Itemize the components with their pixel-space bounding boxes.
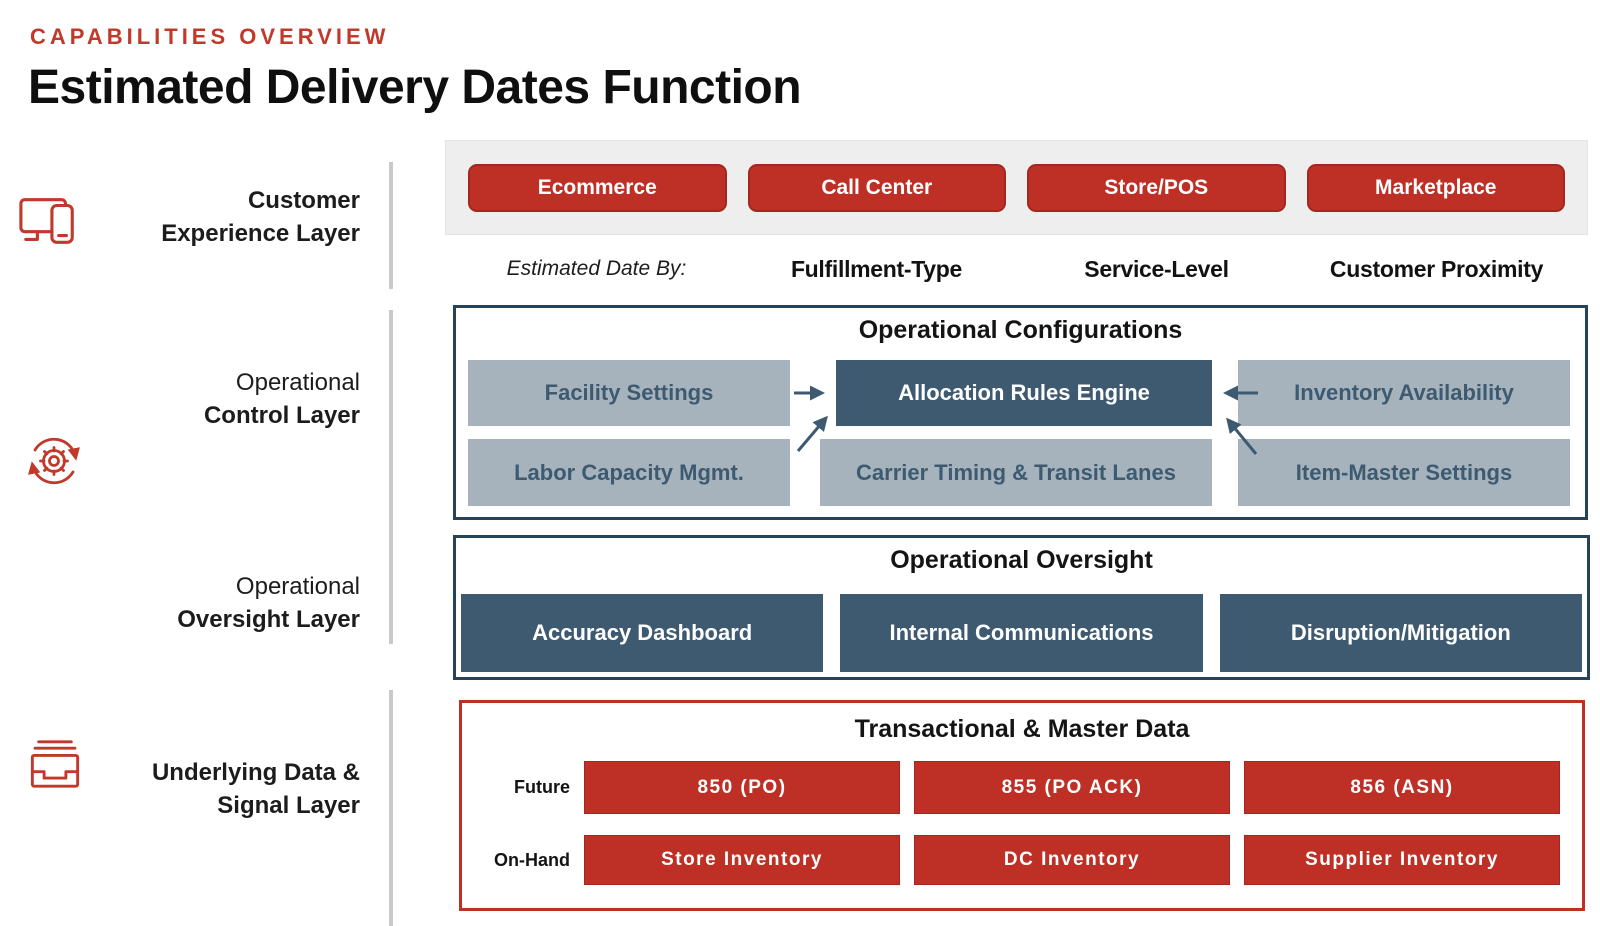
layer-label-line: Control Layer — [203, 402, 360, 429]
layer-label-customer-experience: Customer Experience Layer — [0, 184, 360, 250]
data-row-label: Future — [514, 777, 570, 797]
estimated-item-customer-proximity: Customer Proximity — [1329, 255, 1544, 282]
box-850-po: 850 (PO) — [584, 761, 900, 814]
customer-channels-band: Ecommerce Call Center Store/POS Marketpl… — [445, 140, 1588, 235]
channel-store-pos: Store/POS — [1027, 163, 1286, 212]
layer-label-line: Operational — [235, 369, 360, 396]
box-accuracy-dashboard: Accuracy Dashboard — [461, 594, 824, 672]
estimated-item-service-level: Service-Level — [1084, 255, 1229, 282]
page-title: Estimated Delivery Dates Function — [28, 61, 802, 114]
operational-oversight-section: Operational Oversight Accuracy Dashboard… — [453, 535, 1590, 680]
transactional-master-data-section: Transactional & Master Data Future 850 (… — [459, 700, 1585, 911]
kicker-label: CAPABILITIES OVERVIEW — [30, 24, 390, 49]
inbox-tray-icon — [26, 736, 84, 807]
channel-ecommerce: Ecommerce — [468, 163, 727, 212]
data-row-label: On-Hand — [494, 849, 570, 870]
section-title: Operational Oversight — [890, 546, 1153, 574]
layer-label-line: Underlying Data & — [151, 759, 360, 786]
gear-sync-icon — [22, 428, 86, 497]
box-supplier-inventory: Supplier Inventory — [1244, 835, 1560, 885]
estimated-date-label: Estimated Date By: — [506, 257, 687, 280]
channel-marketplace: Marketplace — [1306, 163, 1565, 212]
layer-label-line: Operational — [235, 573, 360, 600]
layer-label-line: Customer — [247, 187, 360, 214]
layer-divider-segment — [389, 690, 393, 926]
operational-configurations-section: Operational Configurations Facility Sett… — [453, 305, 1588, 520]
section-title: Transactional & Master Data — [854, 715, 1190, 743]
devices-icon — [18, 190, 80, 257]
box-dc-inventory: DC Inventory — [914, 835, 1230, 885]
data-cells: 850 (PO) 855 (PO ACK) 856 (ASN) — [584, 761, 1560, 814]
box-disruption-mitigation: Disruption/Mitigation — [1219, 594, 1582, 672]
box-labor-capacity-mgmt: Labor Capacity Mgmt. — [468, 439, 790, 506]
layer-divider-segment — [389, 162, 393, 289]
data-cells: Store Inventory DC Inventory Supplier In… — [584, 835, 1560, 885]
box-inventory-availability: Inventory Availability — [1238, 360, 1570, 426]
layer-label-operational-oversight: Operational Oversight Layer — [0, 570, 360, 636]
layer-label-line: Experience Layer — [161, 220, 360, 247]
layer-label-line: Signal Layer — [217, 792, 360, 819]
box-store-inventory: Store Inventory — [584, 835, 900, 885]
data-row-future: Future 850 (PO) 855 (PO ACK) 856 (ASN) — [462, 761, 1560, 814]
estimated-item-fulfillment-type: Fulfillment-Type — [790, 255, 963, 282]
estimated-date-row: Estimated Date By: Fulfillment-Type Serv… — [445, 250, 1588, 288]
layer-label-operational-control: Operational Control Layer — [0, 366, 360, 432]
box-allocation-rules-engine: Allocation Rules Engine — [836, 360, 1212, 426]
oversight-row: Accuracy Dashboard Internal Communicatio… — [461, 594, 1582, 672]
section-title: Operational Configurations — [858, 316, 1183, 344]
layer-label-underlying-data-signal: Underlying Data & Signal Layer — [0, 756, 360, 822]
box-855-po-ack: 855 (PO ACK) — [914, 761, 1230, 814]
box-carrier-timing-transit-lanes: Carrier Timing & Transit Lanes — [820, 439, 1212, 506]
box-facility-settings: Facility Settings — [468, 360, 790, 426]
box-856-asn: 856 (ASN) — [1244, 761, 1560, 814]
data-row-on-hand: On-Hand Store Inventory DC Inventory Sup… — [462, 835, 1560, 885]
box-internal-communications: Internal Communications — [840, 594, 1203, 672]
box-item-master-settings: Item-Master Settings — [1238, 439, 1570, 506]
layer-label-line: Oversight Layer — [177, 606, 360, 633]
channel-call-center: Call Center — [747, 163, 1006, 212]
layer-divider-segment — [389, 310, 393, 644]
